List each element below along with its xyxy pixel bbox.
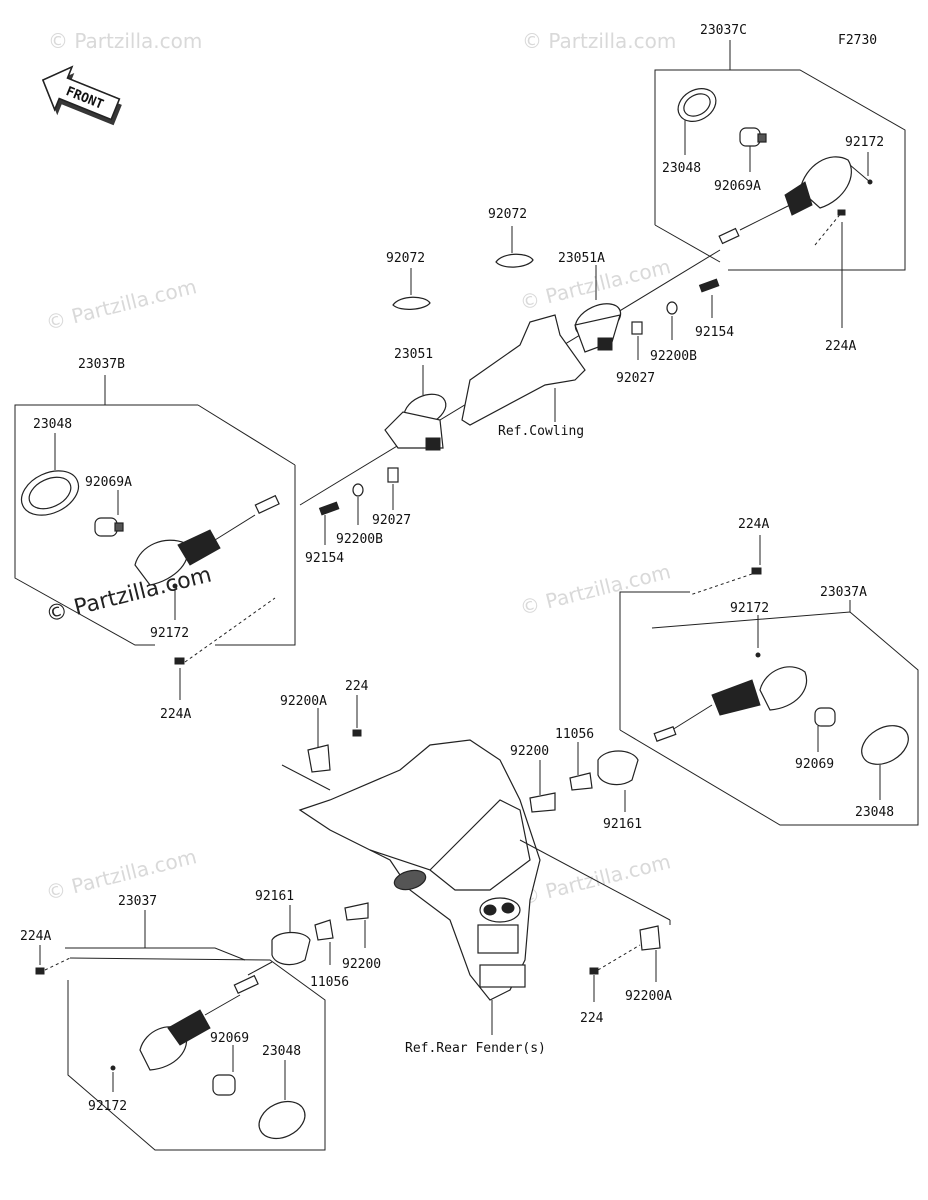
label-224A-a: 224A <box>738 517 769 532</box>
watermark: © Partzilla.com <box>48 29 202 53</box>
label-23048: 23048 <box>262 1044 301 1059</box>
nut-92200-mid <box>529 792 556 813</box>
nut-92200A <box>307 744 331 773</box>
label-23037B: 23037B <box>78 357 125 372</box>
nut-92200-low <box>344 902 369 921</box>
group-23037B: 23037B 23048 92069A 92172 224A <box>14 357 296 722</box>
bracket-11056-low <box>314 919 334 941</box>
label-23048: 23048 <box>662 161 701 176</box>
label-92161-mid: 92161 <box>603 817 642 832</box>
label-92069: 92069 <box>210 1031 249 1046</box>
nut-92200A-low <box>639 925 661 951</box>
label-92027-l: 92027 <box>372 513 411 528</box>
label-11056-low: 11056 <box>310 975 349 990</box>
watermark: © Partzilla.com <box>522 29 676 53</box>
label-92172: 92172 <box>150 626 189 641</box>
label-92172: 92172 <box>88 1099 127 1114</box>
label-224A: 224A <box>825 339 856 354</box>
label-224A: 224A <box>160 707 191 722</box>
label-23051A: 23051A <box>558 251 605 266</box>
label-224A: 224A <box>20 929 51 944</box>
label-92200A: 92200A <box>280 694 327 709</box>
mount-cluster: 92072 92072 23051A Ref.Cowling 92154 922… <box>299 207 734 566</box>
label-92154-l: 92154 <box>305 551 344 566</box>
label-23048: 23048 <box>33 417 72 432</box>
group-23037C: 23037C 23048 92069A 92172 224A <box>654 23 906 354</box>
washer-92200B-r <box>666 301 678 315</box>
cowling-bracket <box>461 314 586 426</box>
grommet-92161-low <box>271 931 311 966</box>
label-224-low: 224 <box>580 1011 604 1026</box>
ref-rear-fender: Ref.Rear Fender(s) <box>405 1041 546 1056</box>
label-92072-b: 92072 <box>488 207 527 222</box>
label-92069A: 92069A <box>714 179 761 194</box>
label-92072-a: 92072 <box>386 251 425 266</box>
label-92069A: 92069A <box>85 475 132 490</box>
label-92200-low: 92200 <box>342 957 381 972</box>
label-92069: 92069 <box>795 757 834 772</box>
bolt-92154-l <box>318 501 340 516</box>
bracket-11056-mid <box>569 772 593 791</box>
front-arrow: FRONT <box>41 65 122 126</box>
bulb-92069A <box>94 517 118 537</box>
bulb-92069A <box>739 127 761 147</box>
label-92172: 92172 <box>730 601 769 616</box>
lens-23048 <box>861 725 909 765</box>
label-23037C: 23037C <box>700 23 747 38</box>
collar-92027-r <box>631 321 643 335</box>
clamp-92072-a <box>392 296 431 310</box>
washer-92200B-l <box>352 483 364 497</box>
label-92154-r: 92154 <box>695 325 734 340</box>
label-23051: 23051 <box>394 347 433 362</box>
housing <box>799 156 852 209</box>
lens-23048 <box>258 1100 306 1140</box>
rear-fender-assembly: Ref.Rear Fender(s) 224 92200A 92200 1105… <box>255 679 672 1056</box>
watermark-dark: © Partzilla.com <box>43 562 214 627</box>
label-23048: 23048 <box>855 805 894 820</box>
bulb-92069 <box>814 707 836 727</box>
watermark: © Partzilla.com <box>517 559 673 620</box>
bolt-92154-r <box>698 278 720 293</box>
bulb-92069 <box>212 1074 236 1096</box>
label-92200B-r: 92200B <box>650 349 697 364</box>
label-92200B-l: 92200B <box>336 532 383 547</box>
group-23037A: 224A 23037A 92172 92069 23048 <box>619 517 919 826</box>
label-224: 224 <box>345 679 369 694</box>
label-23037: 23037 <box>118 894 157 909</box>
group-23037: 23037 224A 92172 92069 23048 <box>20 894 326 1151</box>
collar-92027-l <box>387 467 399 483</box>
label-92200A-low: 92200A <box>625 989 672 1004</box>
grommet-92161-mid <box>597 750 639 786</box>
label-92161-low: 92161 <box>255 889 294 904</box>
housing <box>759 666 808 711</box>
label-23037A: 23037A <box>820 585 867 600</box>
label-92200-mid: 92200 <box>510 744 549 759</box>
watermark: © Partzilla.com <box>43 274 199 335</box>
ref-cowling: Ref.Cowling <box>498 424 584 439</box>
diagram-code: F2730 <box>838 33 877 48</box>
label-92027-r: 92027 <box>616 371 655 386</box>
label-11056-mid: 11056 <box>555 727 594 742</box>
label-92172: 92172 <box>845 135 884 150</box>
clamp-92072-b <box>495 253 534 268</box>
